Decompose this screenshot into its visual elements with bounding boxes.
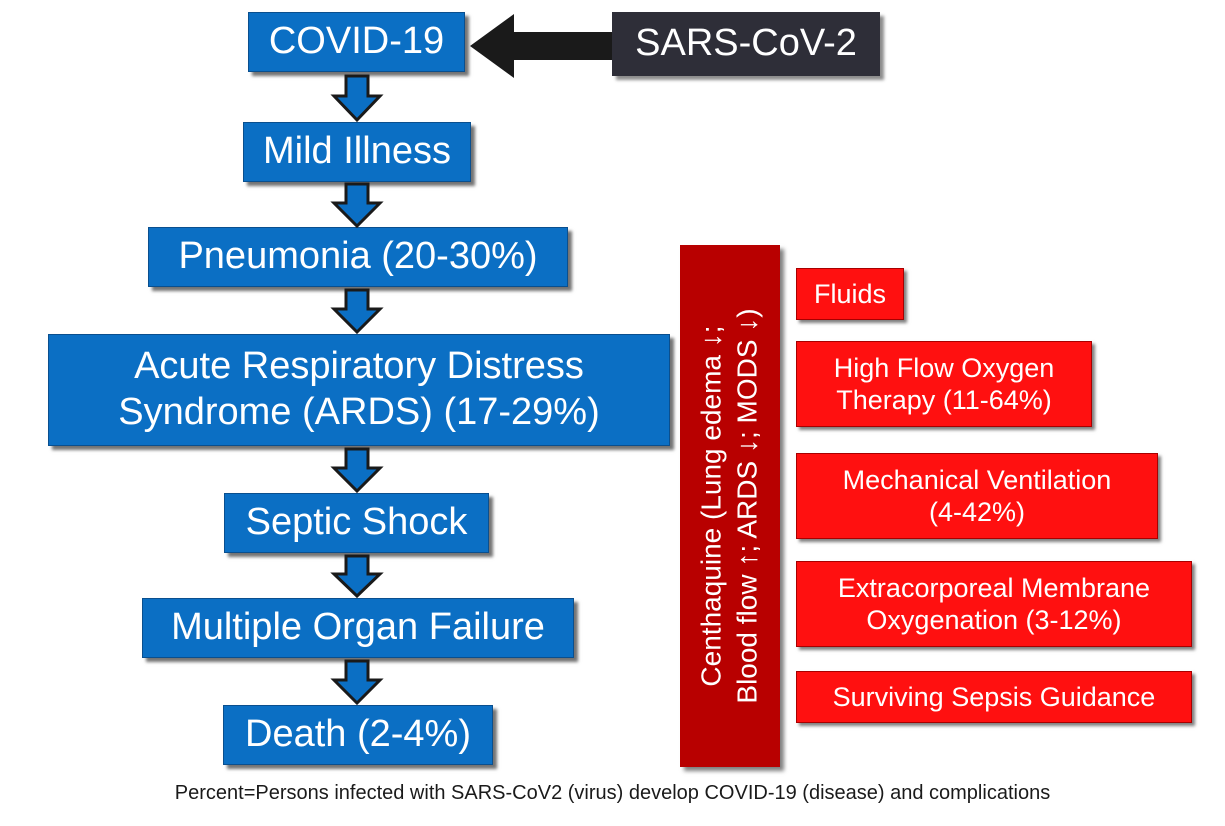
sars-cov-2-box: SARS-CoV-2 (612, 12, 880, 76)
ards-box: Acute Respiratory Distress Syndrome (ARD… (48, 334, 670, 446)
mild-illness-label: Mild Illness (263, 130, 451, 173)
pneumonia-box: Pneumonia (20-30%) (148, 227, 568, 287)
mild-illness-box: Mild Illness (243, 122, 471, 182)
high-flow-oxygen-box: High Flow Oxygen Therapy (11-64%) (796, 341, 1092, 427)
ards-label-line2: Syndrome (ARDS) (17-29%) (118, 391, 600, 433)
left-arrow-icon (470, 14, 612, 78)
down-arrow-icon (330, 447, 384, 494)
fluids-box: Fluids (796, 268, 904, 320)
mechanical-ventilation-label-line2: (4-42%) (928, 497, 1025, 527)
down-arrow-icon (330, 74, 384, 123)
septic-shock-label: Septic Shock (245, 501, 468, 544)
covid-19-box: COVID-19 (248, 12, 465, 72)
down-arrow-icon (330, 659, 384, 706)
septic-shock-box: Septic Shock (224, 493, 489, 553)
centhaquine-bar: Centhaquine (Lung edema ↓; Blood flow ↑;… (680, 245, 780, 767)
down-arrow-icon (330, 554, 384, 599)
surviving-sepsis-guidance-box: Surviving Sepsis Guidance (796, 671, 1192, 723)
high-flow-oxygen-label-line2: Therapy (11-64%) (836, 385, 1052, 415)
centhaquine-label-line1: Centhaquine (Lung edema ↓; (695, 325, 727, 687)
death-label: Death (2-4%) (245, 713, 471, 756)
fluids-label: Fluids (813, 278, 887, 309)
pneumonia-label: Pneumonia (20-30%) (178, 235, 538, 278)
ecmo-label-line1: Extracorporeal Membrane (837, 572, 1151, 603)
mechanical-ventilation-box: Mechanical Ventilation (4-42%) (796, 453, 1158, 539)
down-arrow-icon (330, 182, 384, 229)
death-box: Death (2-4%) (223, 705, 493, 765)
mechanical-ventilation-label-line1: Mechanical Ventilation (842, 464, 1112, 495)
multiple-organ-failure-label: Multiple Organ Failure (171, 606, 545, 649)
down-arrow-icon (330, 288, 384, 335)
sars-cov-2-label: SARS-CoV-2 (635, 22, 857, 65)
centhaquine-label-line2: Blood flow ↑; ARDS ↓; MODS ↓) (732, 308, 763, 704)
multiple-organ-failure-box: Multiple Organ Failure (142, 598, 574, 658)
ecmo-label-line2: Oxygenation (3-12%) (866, 605, 1122, 635)
covid-19-label: COVID-19 (268, 20, 445, 63)
ecmo-box: Extracorporeal Membrane Oxygenation (3-1… (796, 561, 1192, 647)
high-flow-oxygen-label-line1: High Flow Oxygen (833, 352, 1055, 383)
surviving-sepsis-guidance-label: Surviving Sepsis Guidance (832, 681, 1156, 712)
ards-label-line1: Acute Respiratory Distress (134, 345, 584, 388)
caption: Percent=Persons infected with SARS-CoV2 … (174, 782, 1051, 804)
